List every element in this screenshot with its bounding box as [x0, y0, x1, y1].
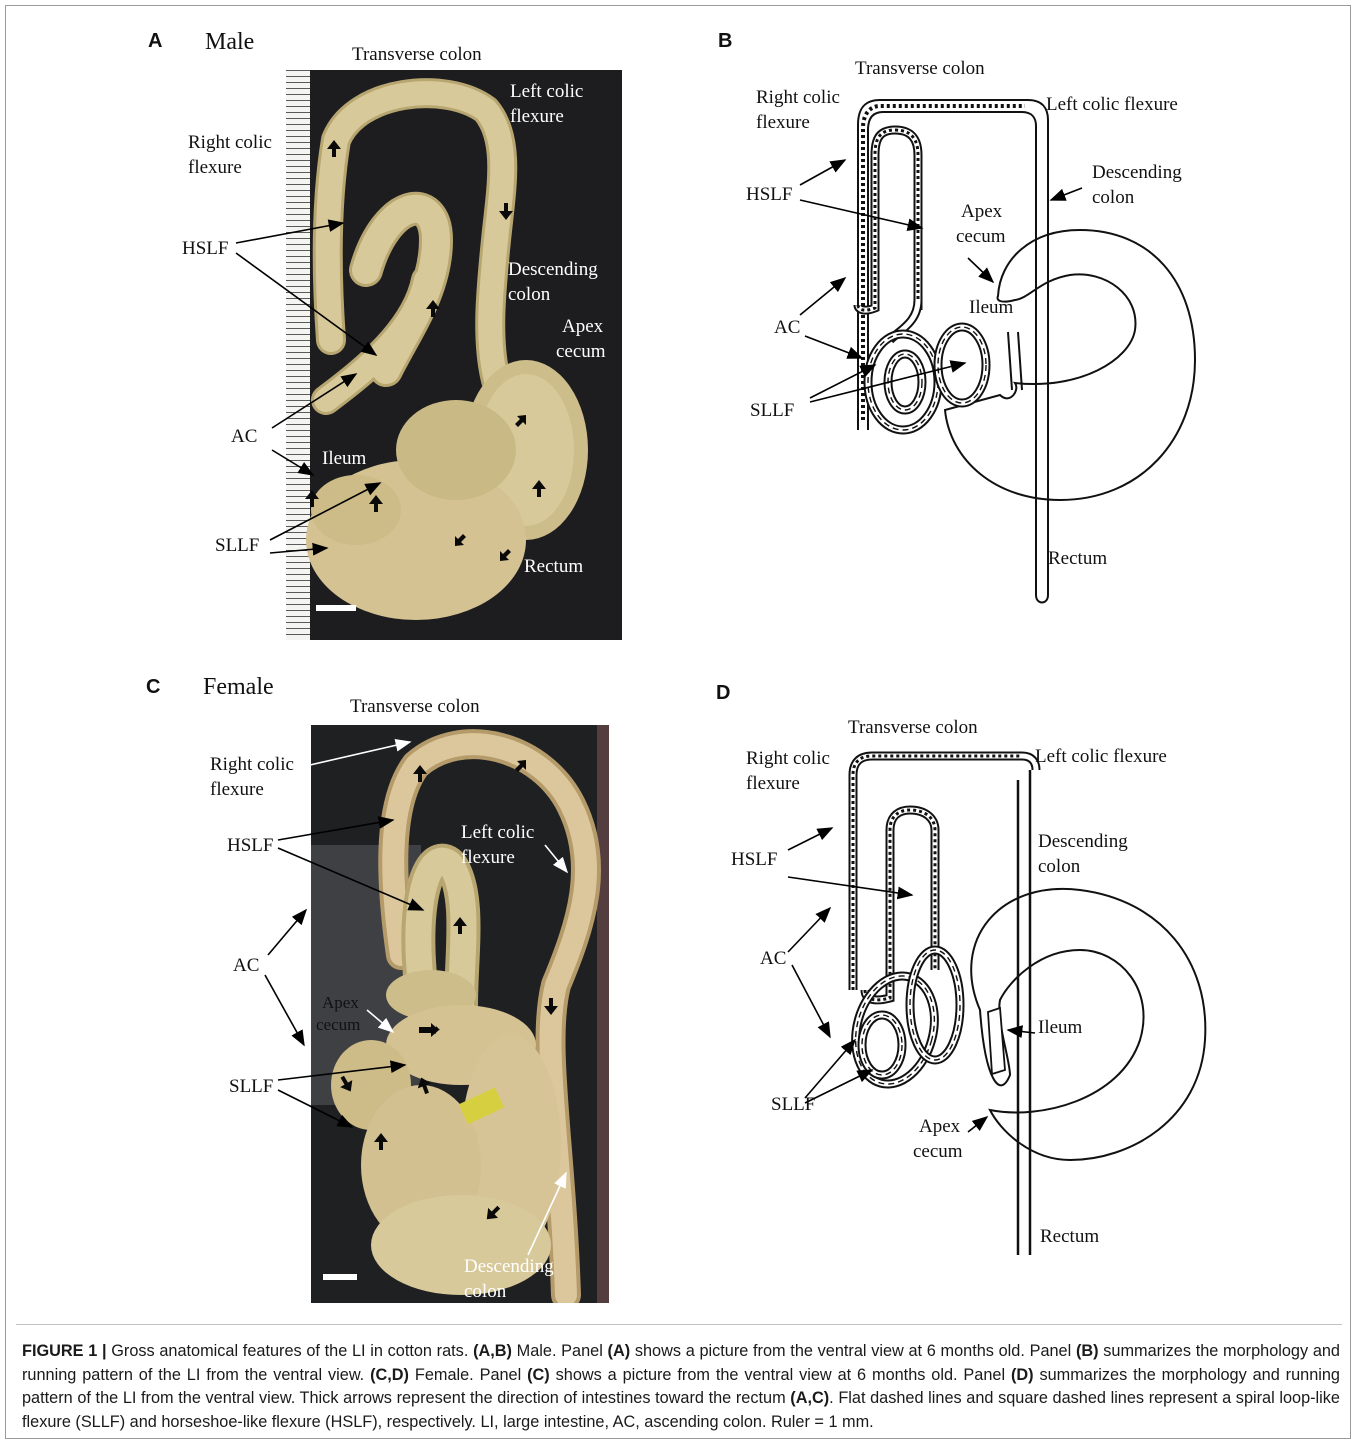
caption-ref: (D): [1011, 1366, 1034, 1384]
d-label-sllf: SLLF: [771, 1092, 815, 1117]
d-label-apex-cecum-1: Apex: [919, 1114, 960, 1139]
caption-figure-label: FIGURE 1 |: [22, 1342, 107, 1360]
caption-text: shows a picture from the ventral view at…: [550, 1366, 1011, 1384]
caption-ref: (A,B): [473, 1342, 512, 1360]
d-label-descending-colon-1: Descending: [1038, 829, 1128, 854]
caption-ref: (B): [1076, 1342, 1099, 1360]
d-label-hslf: HSLF: [731, 847, 777, 872]
caption-text: Female. Panel: [409, 1366, 527, 1384]
d-label-left-colic-flexure: Left colic flexure: [1035, 744, 1167, 769]
d-label-right-colic-flexure-1: Right colic: [746, 746, 830, 771]
d-label-apex-cecum-2: cecum: [913, 1139, 963, 1164]
d-label-right-colic-flexure-2: flexure: [746, 771, 800, 796]
panel-letter-d: D: [716, 682, 730, 705]
d-label-rectum: Rectum: [1040, 1224, 1099, 1249]
caption-ref: (A): [608, 1342, 631, 1360]
figure-caption: FIGURE 1 | Gross anatomical features of …: [22, 1340, 1340, 1434]
d-label-transverse-colon: Transverse colon: [848, 715, 978, 740]
caption-text: shows a picture from the ventral view at…: [630, 1342, 1076, 1360]
caption-ref: (A,C): [790, 1389, 829, 1407]
caption-ref: (C): [527, 1366, 550, 1384]
d-label-descending-colon-2: colon: [1038, 854, 1080, 879]
caption-text: Male. Panel: [512, 1342, 608, 1360]
d-label-ac: AC: [760, 946, 786, 971]
caption-text: Gross anatomical features of the LI in c…: [107, 1342, 474, 1360]
d-label-ileum: Ileum: [1038, 1015, 1082, 1040]
caption-separator: [16, 1324, 1342, 1325]
caption-ref: (C,D): [370, 1366, 409, 1384]
diagram-female: [700, 740, 1240, 1260]
